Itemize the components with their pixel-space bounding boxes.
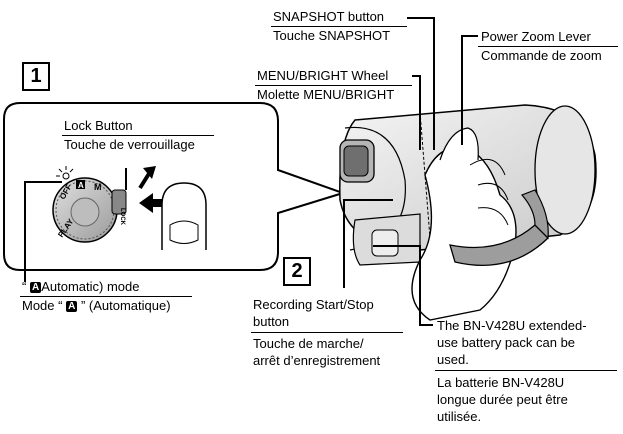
auto-mode-en-suffix: Automatic) mode: [41, 279, 140, 294]
battery-label-en-line1: The BN-V428U extended-: [437, 318, 587, 333]
step-number-2: 2: [283, 257, 311, 286]
auto-mode-en-prefix: “: [22, 279, 27, 294]
auto-mode-fr-prefix: Mode “: [22, 298, 63, 313]
lock-button-label-en: Lock Button: [64, 118, 133, 133]
snapshot-label-fr: Touche SNAPSHOT: [273, 28, 391, 43]
record-button-label-fr-line1: Touche de marche/: [253, 336, 364, 351]
menu-wheel-label-fr: Molette MENU/BRIGHT: [257, 87, 395, 102]
auto-mode-icon: A: [29, 282, 42, 293]
dial-mark-auto: A: [78, 181, 84, 190]
battery-label-fr-line2: longue durée peut être: [437, 392, 568, 407]
battery-label-en-line3: used.: [437, 352, 469, 367]
leader-lines: [24, 17, 478, 326]
record-button-divider: [251, 332, 403, 333]
auto-mode-label-fr: Mode “ A ” (Automatique): [22, 298, 171, 313]
step-number-1: 1: [22, 62, 50, 91]
auto-mode-fr-icon: A: [66, 301, 78, 312]
snapshot-divider: [271, 26, 407, 27]
battery-divider: [435, 370, 617, 371]
battery-label-en-line2: use battery pack can be: [437, 335, 576, 350]
record-button-label-en-line1: Recording Start/Stop: [253, 297, 374, 312]
battery-label-fr-line3: utilisée.: [437, 409, 482, 424]
rotate-arrow-icon: [138, 166, 156, 190]
dial-mark-lock: LOCK: [119, 208, 125, 226]
push-arrow-icon: [139, 193, 172, 213]
thumb-illustration: [161, 182, 207, 250]
zoom-divider: [478, 46, 618, 47]
lock-button-knob: [111, 189, 127, 215]
menu-wheel-divider: [255, 85, 412, 86]
auto-mode-divider: [20, 296, 192, 297]
snapshot-label-en: SNAPSHOT button: [273, 9, 385, 24]
record-button: [371, 229, 399, 257]
battery-label-fr-line1: La batterie BN-V428U: [437, 375, 565, 390]
lock-button-label-fr: Touche de verrouillage: [64, 137, 195, 152]
auto-mode-fr-suffix: ” (Automatique): [80, 298, 171, 313]
menu-wheel-label-en: MENU/BRIGHT Wheel: [257, 68, 389, 83]
hand-strap: [449, 189, 549, 267]
record-button-label-en-line2: button: [253, 314, 290, 329]
lock-button-divider: [62, 135, 214, 136]
dial-mark-auto-badge: [76, 180, 85, 189]
dial-mark-manual: M: [94, 182, 102, 192]
mode-dial: PLAY OFF A M LOCK: [52, 177, 127, 243]
zoom-label-en: Power Zoom Lever: [481, 29, 591, 44]
zoom-label-fr: Commande de zoom: [481, 48, 602, 63]
lamp-indicator-icon: [56, 166, 74, 180]
record-button-label-fr-line2: arrêt d’enregistrement: [253, 353, 381, 368]
